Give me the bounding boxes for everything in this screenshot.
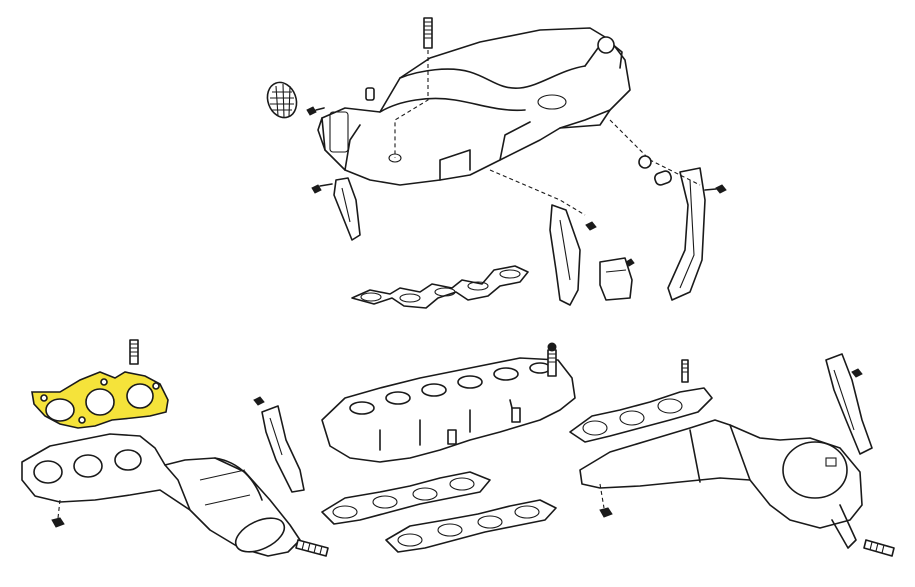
- intake-manifold-lower[interactable]: [321, 357, 576, 463]
- exhaust-stud[interactable]: [129, 339, 139, 365]
- assembly-line: [57, 499, 61, 519]
- bolt-icon[interactable]: [311, 183, 333, 194]
- bracket-left[interactable]: [333, 177, 361, 241]
- intake-manifold-gasket-upper[interactable]: [351, 265, 529, 309]
- exhaust-stud[interactable]: [681, 359, 689, 383]
- bolt-icon[interactable]: [625, 258, 635, 267]
- intake-stud[interactable]: [423, 17, 433, 49]
- exhaust-manifold-left[interactable]: [21, 433, 301, 559]
- bolt-icon[interactable]: [253, 396, 265, 406]
- mesh-screen-icon[interactable]: [263, 78, 302, 121]
- exhaust-stud[interactable]: [295, 539, 329, 557]
- heat-insulator-bracket-right[interactable]: [825, 353, 873, 455]
- bracket-middle[interactable]: [549, 204, 581, 306]
- intake-surge-tank[interactable]: [317, 27, 631, 186]
- nut-icon[interactable]: [638, 155, 673, 186]
- egr-valve-icon: [597, 36, 615, 54]
- nut-icon[interactable]: [51, 517, 65, 528]
- exhaust-stud[interactable]: [863, 539, 895, 557]
- exhaust-manifold-right[interactable]: [579, 419, 863, 549]
- intake-manifold-gasket-lower-1[interactable]: [321, 471, 491, 525]
- intake-manifold-gasket-lower-2[interactable]: [385, 499, 557, 553]
- exhaust-manifold-gasket-right[interactable]: [569, 387, 713, 443]
- clip-bracket[interactable]: [599, 257, 633, 301]
- exhaust-manifold-gasket-left[interactable]: [31, 371, 169, 429]
- bolt-icon[interactable]: [851, 368, 863, 378]
- bracket-right[interactable]: [667, 167, 706, 301]
- assembly-line: [394, 50, 429, 158]
- assembly-line: [489, 169, 586, 216]
- heat-insulator-bracket-left[interactable]: [261, 405, 305, 493]
- bolt-icon[interactable]: [365, 87, 375, 101]
- intake-stud[interactable]: [547, 342, 557, 377]
- bolt-icon[interactable]: [306, 106, 325, 116]
- bolt-icon[interactable]: [704, 184, 727, 194]
- bolt-icon[interactable]: [585, 221, 597, 231]
- nut-icon[interactable]: [599, 507, 613, 518]
